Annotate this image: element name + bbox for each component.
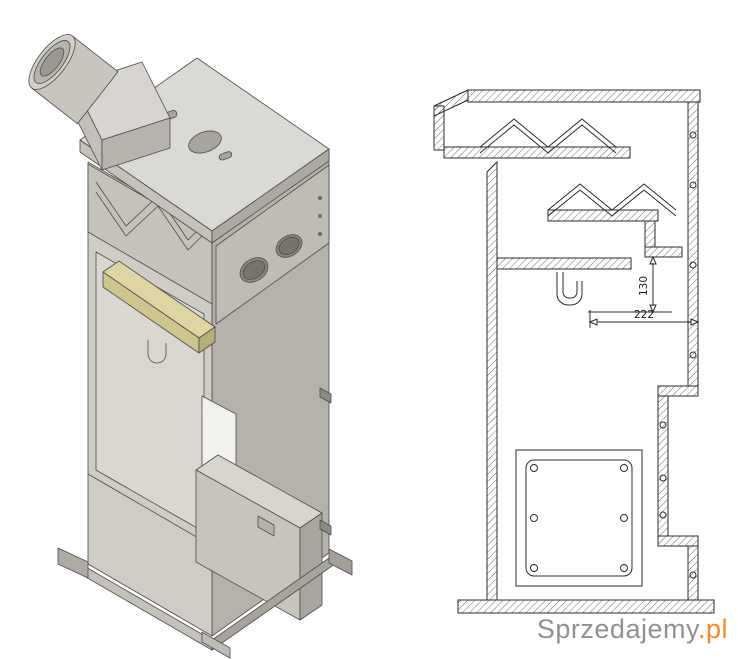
step-lip [644,246,683,258]
round-hole-upper-bore [278,236,300,256]
bolt-hole [620,564,628,572]
door-frame-outer [515,449,643,587]
baffle-zigzag-2a [547,183,677,211]
side-tab-lower [319,519,332,536]
foot-left [57,547,89,579]
wall-hole [689,131,697,139]
watermark-brand: Sprzedajemy [536,614,698,644]
door-frame-inner [525,459,633,577]
hook-profile-outer [556,272,583,306]
right-wall-jog-lower [657,535,699,547]
top-plate-large-hole [188,130,222,154]
baffle-zigzag-1b [479,124,617,154]
wall-hole [689,261,697,269]
sill-edge [87,473,213,547]
isometric-view [28,34,353,659]
dim-130-arrow-bottom [649,304,657,314]
round-hole-lower-bore [242,260,266,280]
tan-bar-end [198,326,216,354]
wall-hole [659,511,667,519]
bolt-hole [530,564,538,572]
chimney-pipe [28,34,119,125]
duct-end-face [299,512,323,621]
rivet [318,232,322,236]
watermark: Sprzedajemy.pl [537,614,728,645]
bolt-hole [620,514,628,522]
pipe-bore [39,47,65,77]
section-view: 130 222 [433,89,715,614]
wall-hole [689,351,697,359]
dim-222-arrow-right [690,318,700,326]
edge-rivets [318,196,322,236]
right-wall-jog-upper [657,385,699,397]
wall-hole [689,571,697,579]
hook-profile-inner [562,272,578,299]
hood-front-face [101,117,171,171]
baffle-strip-2 [547,209,659,222]
baffle-strip-1 [443,146,631,159]
foot-right [328,548,353,576]
watermark-tld: .pl [697,614,728,644]
door-bolt-holes [530,464,628,572]
bolt-hole [530,464,538,472]
top-plate-section [467,89,701,103]
foot-front [201,631,231,659]
wall-holes [659,131,697,579]
bolt-hole [530,514,538,522]
dim-130-label: 130 [638,276,650,296]
left-flange-section [433,105,445,151]
right-wall-lower [687,545,699,601]
top-plate-edge-right [211,148,330,244]
shelf-section [496,257,632,270]
dim-130-arrow-top [649,255,657,265]
dim-222-label: 222 [634,309,654,321]
mid-plate-face [215,164,330,325]
wall-hole [689,181,697,189]
baffle-zigzag-2b [547,189,677,217]
wall-hole [659,474,667,482]
rivet [318,196,322,200]
duct-clip [257,515,275,537]
hanging-hook [147,340,167,364]
left-wall-section [486,160,498,601]
wall-hole [659,421,667,429]
top-plate-slot-2 [218,151,233,161]
step-vertical [644,220,656,248]
rivet [318,214,322,218]
side-tab-upper [319,387,332,404]
base-plate-section [457,599,715,614]
dim-222-arrow-left [588,318,598,326]
bolt-hole [620,464,628,472]
right-wall-upper [687,101,699,387]
baffle-zigzag-1a [479,118,617,148]
